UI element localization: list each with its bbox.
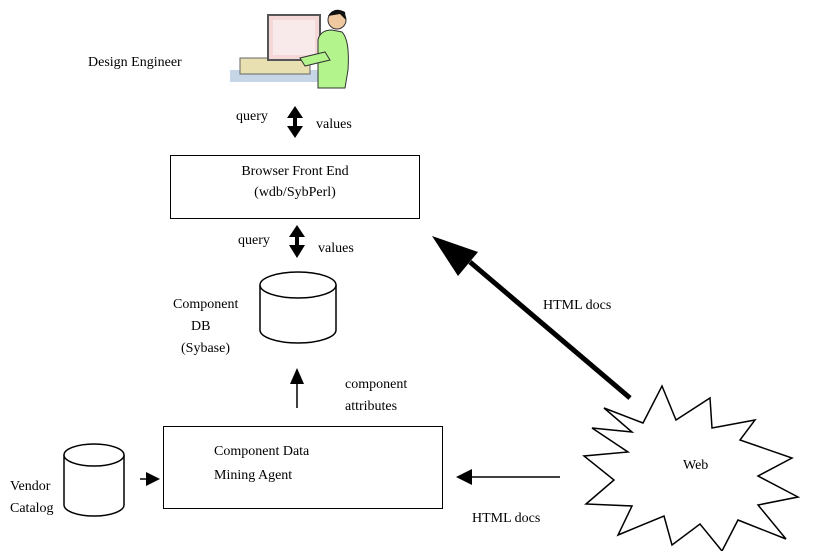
component-attributes-label-line2: attributes: [345, 399, 398, 414]
mid-values-label: values: [318, 241, 354, 256]
web-to-agent-arrowhead: [456, 469, 472, 485]
person-hair: [328, 9, 346, 20]
top-double-arrow: [287, 106, 303, 138]
mining-agent-label-line2: Mining Agent: [214, 468, 293, 483]
web-to-browser-arrow: [468, 260, 632, 400]
catalog-to-agent-arrowhead: [146, 472, 160, 486]
vendor-catalog-label-line2: Catalog: [10, 501, 54, 516]
top-query-label: query: [236, 109, 268, 124]
browser-front-end-line2: (wdb/SybPerl): [254, 185, 336, 200]
engineer-at-computer-icon: [230, 9, 349, 89]
vendor-catalog-label-line1: Vendor: [10, 479, 51, 494]
middle-double-arrow: [289, 225, 305, 258]
component-db-cylinder: [259, 271, 337, 344]
web-label: Web: [683, 458, 709, 473]
component-attributes-label-line1: component: [345, 377, 408, 392]
web-starburst: [582, 384, 801, 551]
component-db-label-line1: Component: [173, 297, 239, 312]
top-values-label: values: [316, 117, 352, 132]
browser-front-end-box: [170, 155, 420, 219]
browser-front-end-line1: Browser Front End: [241, 164, 349, 179]
agent-to-db-arrowhead: [290, 368, 304, 384]
web-to-browser-arrowhead: [432, 236, 478, 276]
monitor-screen: [273, 20, 315, 55]
html-docs-lower-label: HTML docs: [472, 511, 541, 526]
vendor-catalog-cylinder: [63, 443, 125, 517]
mid-query-label: query: [238, 233, 270, 248]
mining-agent-label-line1: Component Data: [214, 444, 310, 459]
browser-front-end-label: Browser Front End (wdb/SybPerl): [170, 163, 420, 201]
design-engineer-label: Design Engineer: [88, 55, 182, 70]
mining-agent-box: [163, 426, 443, 509]
person-torso: [317, 29, 349, 89]
html-docs-upper-label: HTML docs: [543, 298, 612, 313]
component-db-label-line3: (Sybase): [181, 341, 230, 356]
component-db-label-line2: DB: [191, 319, 211, 334]
person-arm: [299, 51, 331, 67]
